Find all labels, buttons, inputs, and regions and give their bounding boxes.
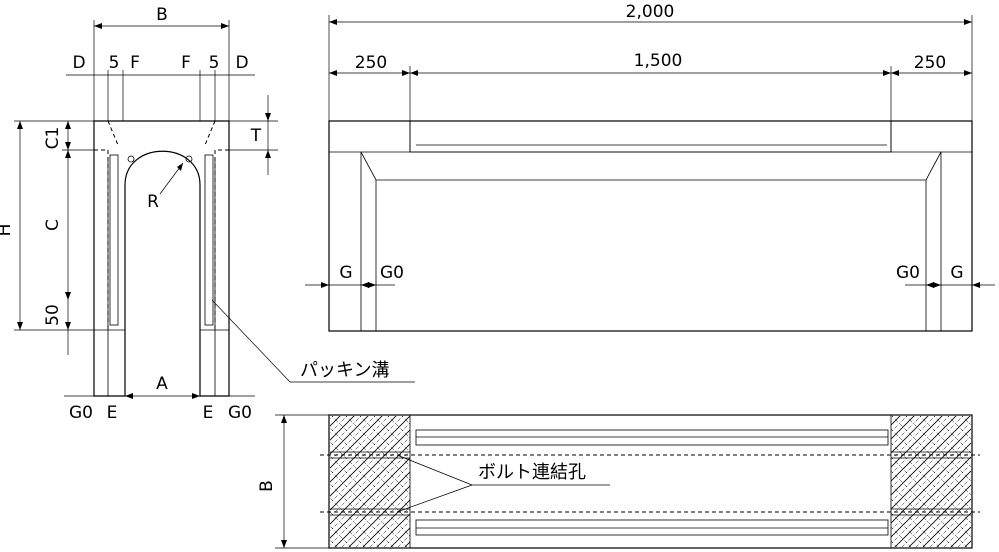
- bolt-hole-label: ボルト連結孔: [478, 462, 586, 483]
- dim-250-right: 250: [914, 53, 946, 73]
- dim-R: R: [147, 192, 159, 212]
- dim-1500: 1,500: [634, 51, 683, 71]
- hatch-right: [891, 416, 971, 547]
- dim-5-right: 5: [209, 53, 220, 73]
- packing-groove-right: [204, 154, 214, 326]
- cross-section-outline: [93, 120, 230, 397]
- cross-section-view: B D 5 F F 5 D T H C1 C 50: [0, 5, 415, 423]
- hatch-left: [330, 416, 410, 547]
- packing-groove-left: [109, 154, 119, 326]
- dim-E-right: E: [203, 403, 214, 423]
- dim-C: C: [43, 219, 63, 231]
- dim-A: A: [156, 374, 168, 394]
- dim-D-right: D: [235, 53, 248, 73]
- dim-H: H: [0, 224, 15, 237]
- dim-B-plan: B: [257, 480, 277, 492]
- side-view-outline: [328, 120, 973, 332]
- dim-50: 50: [43, 304, 63, 326]
- dim-G0-right: G0: [228, 403, 252, 423]
- dim-F-right: F: [181, 53, 191, 73]
- side-view: 2,000 250 1,500 250 G G0 G0 G: [305, 2, 995, 332]
- dim-G0-left-side: G0: [380, 263, 404, 283]
- dim-G-left: G: [339, 263, 352, 283]
- dim-B-top: B: [156, 5, 168, 25]
- dim-G-right: G: [950, 263, 963, 283]
- dim-5-left: 5: [109, 53, 120, 73]
- dim-T: T: [250, 126, 262, 146]
- dim-F-left: F: [130, 53, 140, 73]
- dim-2000: 2,000: [626, 2, 675, 22]
- dim-250-left: 250: [355, 53, 387, 73]
- plan-view-outline: [328, 414, 973, 549]
- dim-G0-left: G0: [69, 403, 93, 423]
- dim-D-left: D: [72, 53, 85, 73]
- dim-C1: C1: [43, 127, 63, 150]
- dim-E-left: E: [107, 403, 118, 423]
- packing-groove-label: パッキン溝: [300, 360, 389, 381]
- plan-view: B ボルト連結孔: [257, 414, 980, 549]
- dim-G0-right-side: G0: [896, 263, 920, 283]
